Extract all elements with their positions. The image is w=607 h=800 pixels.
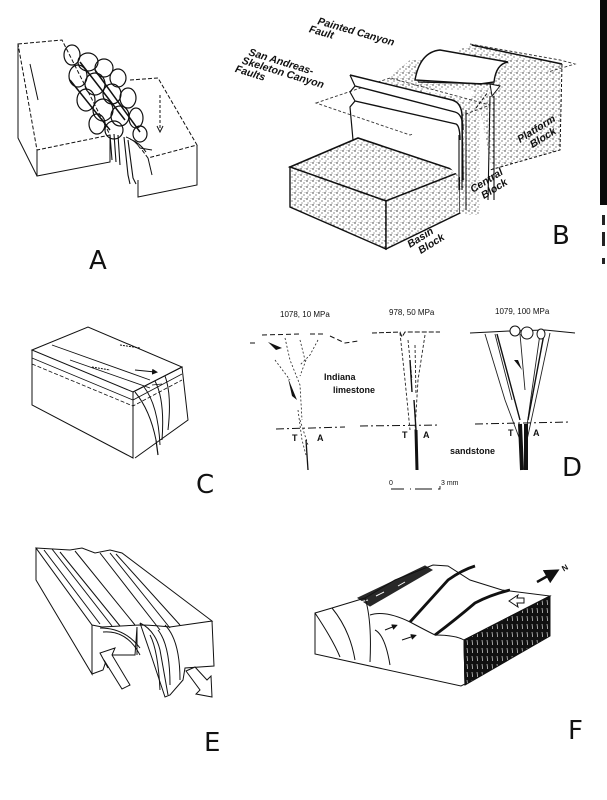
- panel-label-e: E: [204, 728, 221, 758]
- scan-edge-shadow: [600, 0, 607, 205]
- north-label: N: [560, 563, 570, 574]
- scan-edge-mark: [602, 215, 605, 225]
- north-arrow-icon: [536, 569, 560, 584]
- label-upper-unit: limestone: [333, 385, 375, 395]
- scan-edge-mark: [602, 258, 605, 264]
- sample-title: 1078, 10 MPa: [280, 310, 330, 319]
- label-a: A: [533, 428, 540, 438]
- panel-a-diagram: [17, 39, 198, 198]
- label-lower-unit: sandstone: [450, 446, 495, 456]
- scale-bar: 0 3 mm: [389, 480, 459, 490]
- panel-f-diagram: N: [314, 563, 570, 687]
- compression-arrow-icon: [99, 647, 131, 690]
- label-upper-unit: Indiana: [324, 372, 356, 382]
- label-a: A: [423, 430, 430, 440]
- svg-text:0: 0: [389, 480, 393, 487]
- panel-label-d: D: [562, 453, 583, 483]
- label-san-andreas-faults: San Andreas- Skeleton Canyon Faults: [234, 46, 326, 91]
- sample-title: 978, 50 MPa: [389, 308, 435, 317]
- direction-arrow-icon: [508, 593, 525, 609]
- extension-arrow-icon: [185, 666, 213, 698]
- panel-c-diagram: [30, 326, 189, 459]
- panel-label-a: A: [89, 246, 107, 276]
- label-painted-canyon-fault: Painted Canyon Fault: [308, 15, 396, 48]
- panel-b-diagram: Painted Canyon Fault San Andreas- Skelet…: [234, 15, 577, 257]
- scan-edge-mark: [602, 232, 605, 246]
- label-t: T: [402, 430, 408, 440]
- label-t: T: [292, 433, 298, 443]
- svg-text:3 mm: 3 mm: [441, 480, 459, 487]
- panel-label-f: F: [568, 716, 583, 746]
- panel-label-b: B: [552, 221, 570, 251]
- panel-d-diagram: 1078, 10 MPa 978, 50 MPa 1079, 100 MPa I…: [250, 307, 576, 490]
- label-a: A: [317, 433, 324, 443]
- label-t: T: [508, 428, 514, 438]
- panel-label-c: C: [196, 470, 215, 500]
- sample-title: 1079, 100 MPa: [495, 307, 550, 316]
- motion-arrow-icon: [29, 63, 39, 101]
- panel-e-diagram: [34, 547, 215, 698]
